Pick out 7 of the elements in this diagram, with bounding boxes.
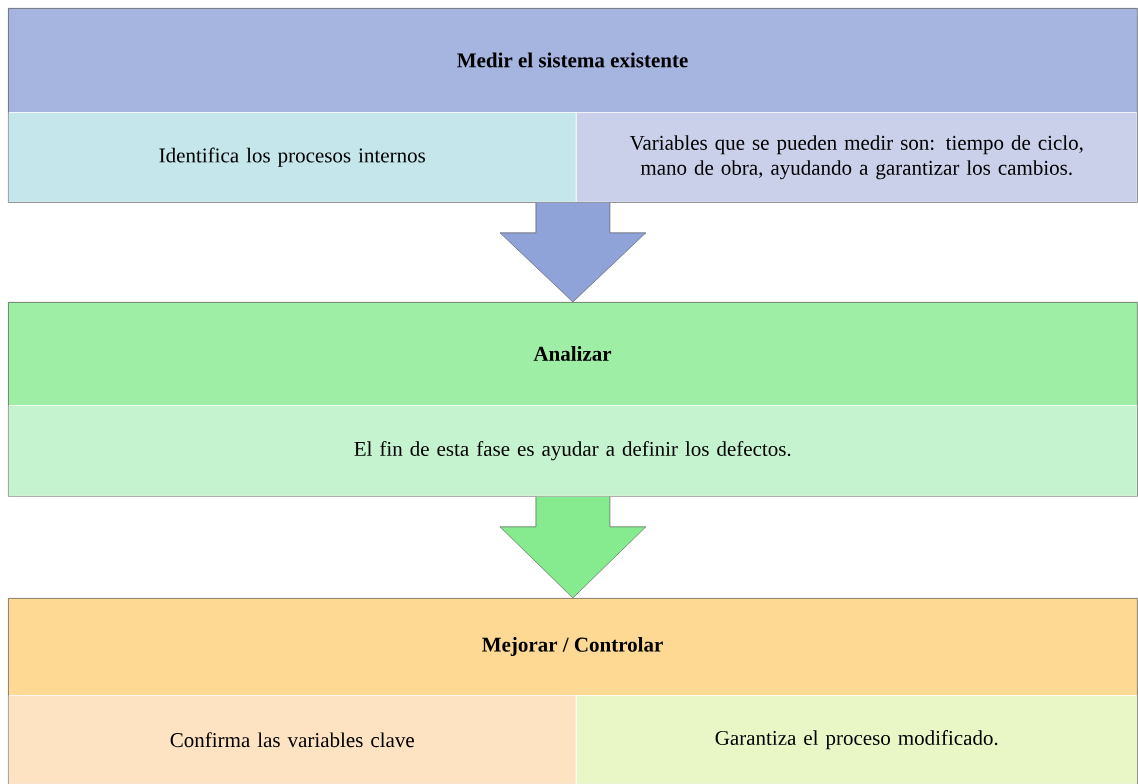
block-arrow [499,202,647,303]
block-arrow [499,496,647,599]
text-cell: Garantiza el proceso modificado. [576,695,1137,784]
text-cell: Variables que se pueden medir son: tiempo de ciclo, mano de obra, ayudando a garantizar los cambios. [576,112,1137,202]
text-cell: El fin de esta fase es ayudar a definir los defectos. [8,405,1137,496]
text-cell: Confirma las variables clave [8,695,576,784]
text-cell: Identifica los procesos internos [8,112,576,202]
